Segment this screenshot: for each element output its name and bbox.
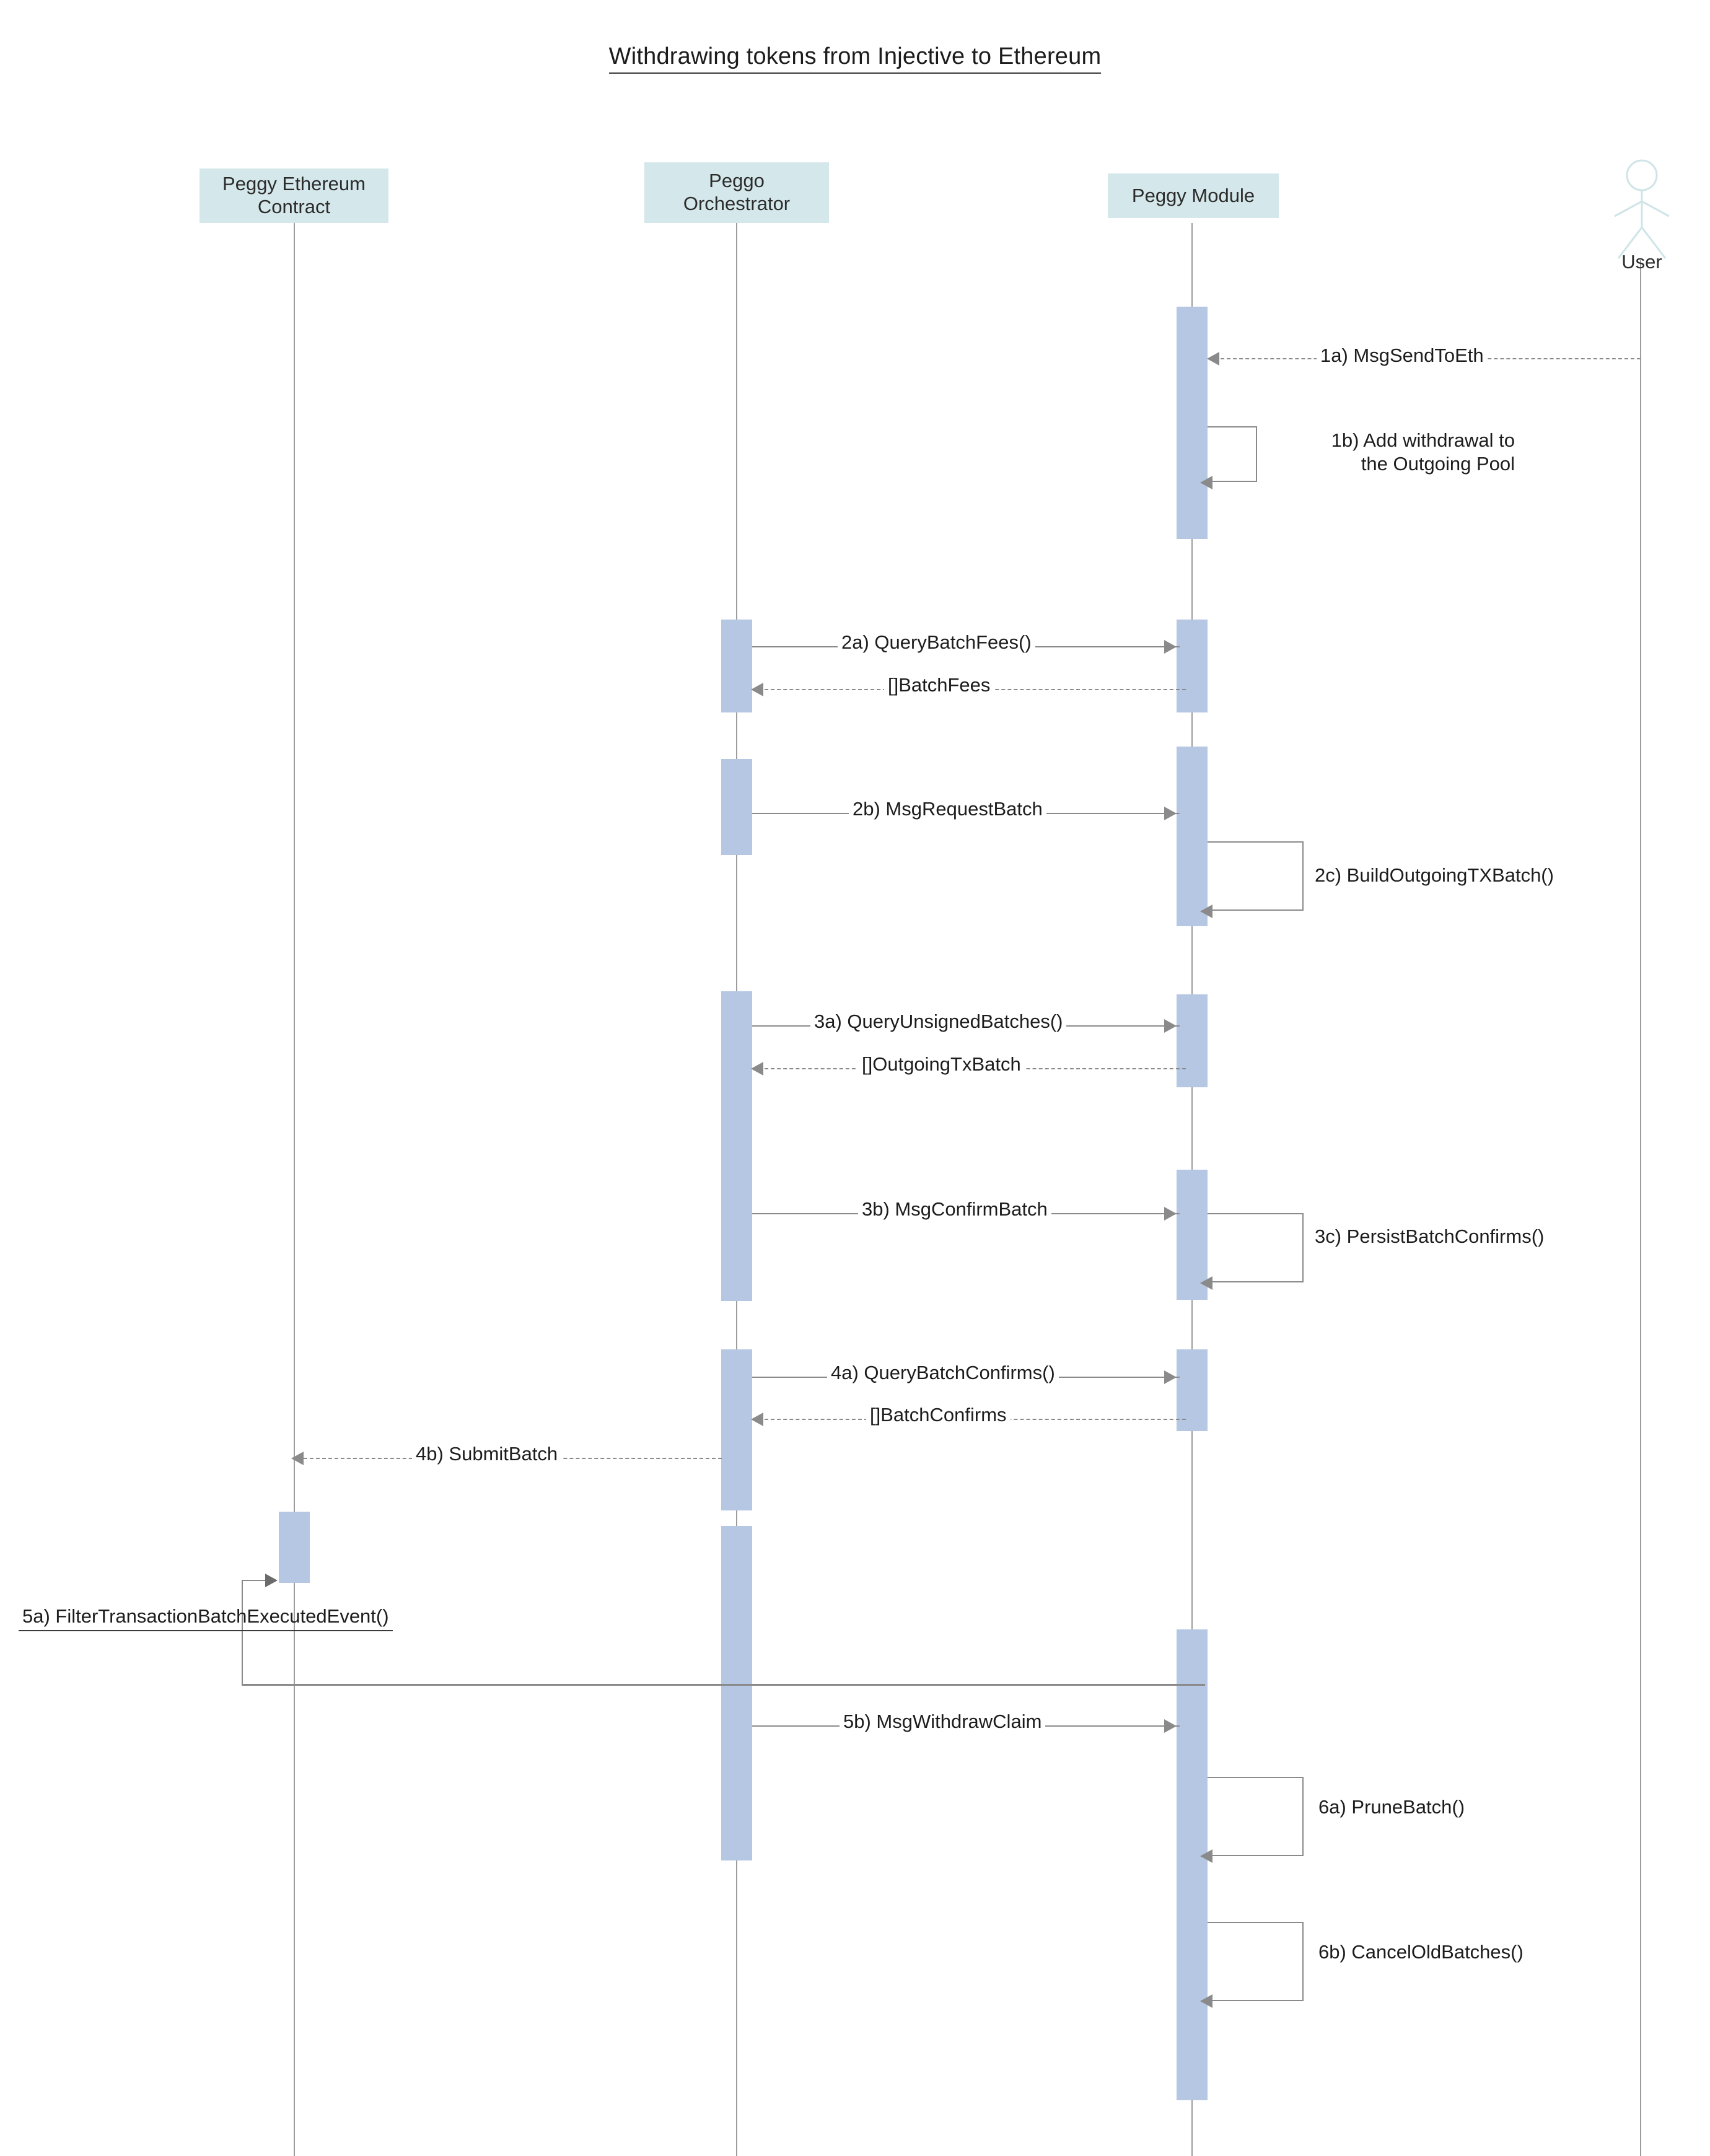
msg-label-3a: 3a) QueryUnsignedBatches() — [810, 1010, 1067, 1033]
msg-label-4a: 4a) QueryBatchConfirms() — [827, 1361, 1059, 1385]
page-title-text: Withdrawing tokens from Injective to Eth… — [608, 43, 1102, 74]
msg-label-6a: 6a) PruneBatch() — [1318, 1796, 1465, 1818]
msg-arrow-2b — [1164, 807, 1177, 820]
activation-peggo-orchestrator-3 — [721, 991, 752, 1301]
msg-label-2c: 2c) BuildOutgoingTXBatch() — [1315, 864, 1554, 886]
msg-arrow-1a — [1207, 352, 1219, 366]
msg-label-1b-line2: the Outgoing Pool — [1361, 452, 1515, 475]
msg-arrow-4b — [291, 1452, 304, 1465]
msg-arrow-2a-return — [751, 683, 763, 696]
msg-selfloop-1b — [1208, 426, 1257, 482]
participant-peggy-module[interactable]: Peggy Module — [1108, 173, 1279, 218]
participant-label-line1: Peggy Ethereum — [222, 173, 366, 195]
msg-arrow-4a — [1164, 1370, 1177, 1384]
msg-arrow-5a — [265, 1574, 278, 1587]
activation-peggy-module-7 — [1177, 1629, 1208, 2100]
msg-arrow-1b — [1200, 476, 1212, 489]
msg-route-5a-horizontal — [242, 1684, 1205, 1686]
msg-arrow-2a — [1164, 640, 1177, 654]
msg-label-3b: 3b) MsgConfirmBatch — [858, 1198, 1051, 1221]
msg-arrow-6a — [1200, 1849, 1212, 1863]
activation-peggy-ethereum-contract-1 — [279, 1512, 310, 1583]
participant-peggo-orchestrator[interactable]: Peggo Orchestrator — [644, 162, 829, 223]
activation-peggo-orchestrator-5 — [721, 1526, 752, 1860]
msg-arrow-3a-return — [751, 1062, 763, 1076]
msg-selfloop-6b — [1208, 1922, 1304, 2001]
msg-arrow-4a-return — [751, 1413, 763, 1426]
page-title: Withdrawing tokens from Injective to Eth… — [0, 43, 1710, 74]
user-actor-icon — [1598, 158, 1685, 266]
participant-label-line1: Peggy Module — [1131, 184, 1255, 206]
msg-label-6b: 6b) CancelOldBatches() — [1318, 1941, 1524, 1963]
activation-peggy-module-4 — [1177, 994, 1208, 1087]
msg-arrow-3b — [1164, 1207, 1177, 1220]
lifeline-user — [1640, 260, 1641, 2156]
activation-peggy-module-2 — [1177, 620, 1208, 712]
activation-peggy-module-1 — [1177, 307, 1208, 539]
participant-label-line2: Orchestrator — [683, 193, 791, 214]
msg-arrow-3a — [1164, 1019, 1177, 1033]
msg-arrow-2c — [1200, 905, 1212, 918]
msg-arrow-5b — [1164, 1719, 1177, 1733]
msg-selfloop-2c — [1208, 841, 1304, 911]
msg-label-4a-return: []BatchConfirms — [866, 1403, 1011, 1427]
msg-arrow-6b — [1200, 1994, 1212, 2008]
msg-label-4b: 4b) SubmitBatch — [412, 1442, 562, 1466]
activation-peggy-module-3 — [1177, 747, 1208, 926]
msg-label-1a: 1a) MsgSendToEth — [1317, 344, 1488, 367]
participant-label-user: User — [1621, 251, 1662, 273]
msg-label-2a: 2a) QueryBatchFees() — [838, 631, 1035, 654]
msg-label-3a-return: []OutgoingTxBatch — [858, 1053, 1025, 1076]
msg-label-1b: 1b) Add withdrawal to the Outgoing Pool — [1267, 429, 1515, 476]
msg-label-1b-line1: 1b) Add withdrawal to — [1331, 429, 1515, 451]
msg-selfloop-6a — [1208, 1777, 1304, 1856]
participant-label-line2: Contract — [257, 196, 331, 217]
msg-arrow-3c — [1200, 1276, 1212, 1290]
activation-peggo-orchestrator-2 — [721, 759, 752, 855]
msg-route-5a-stub — [242, 1580, 270, 1581]
msg-route-5a-vertical — [242, 1580, 243, 1685]
msg-label-5a: 5a) FilterTransactionBatchExecutedEvent(… — [19, 1605, 393, 1631]
participant-label-line1: Peggo — [709, 170, 765, 192]
activation-peggy-module-6 — [1177, 1349, 1208, 1431]
msg-label-2b: 2b) MsgRequestBatch — [849, 797, 1046, 821]
activation-peggo-orchestrator-1 — [721, 620, 752, 712]
msg-label-3c: 3c) PersistBatchConfirms() — [1315, 1225, 1545, 1247]
msg-label-5b: 5b) MsgWithdrawClaim — [840, 1710, 1046, 1733]
msg-label-2a-return: []BatchFees — [884, 673, 994, 697]
participant-peggy-ethereum-contract[interactable]: Peggy Ethereum Contract — [200, 169, 388, 223]
activation-peggo-orchestrator-4 — [721, 1349, 752, 1510]
msg-selfloop-3c — [1208, 1213, 1304, 1282]
lifeline-peggy-ethereum-contract — [294, 223, 295, 2156]
